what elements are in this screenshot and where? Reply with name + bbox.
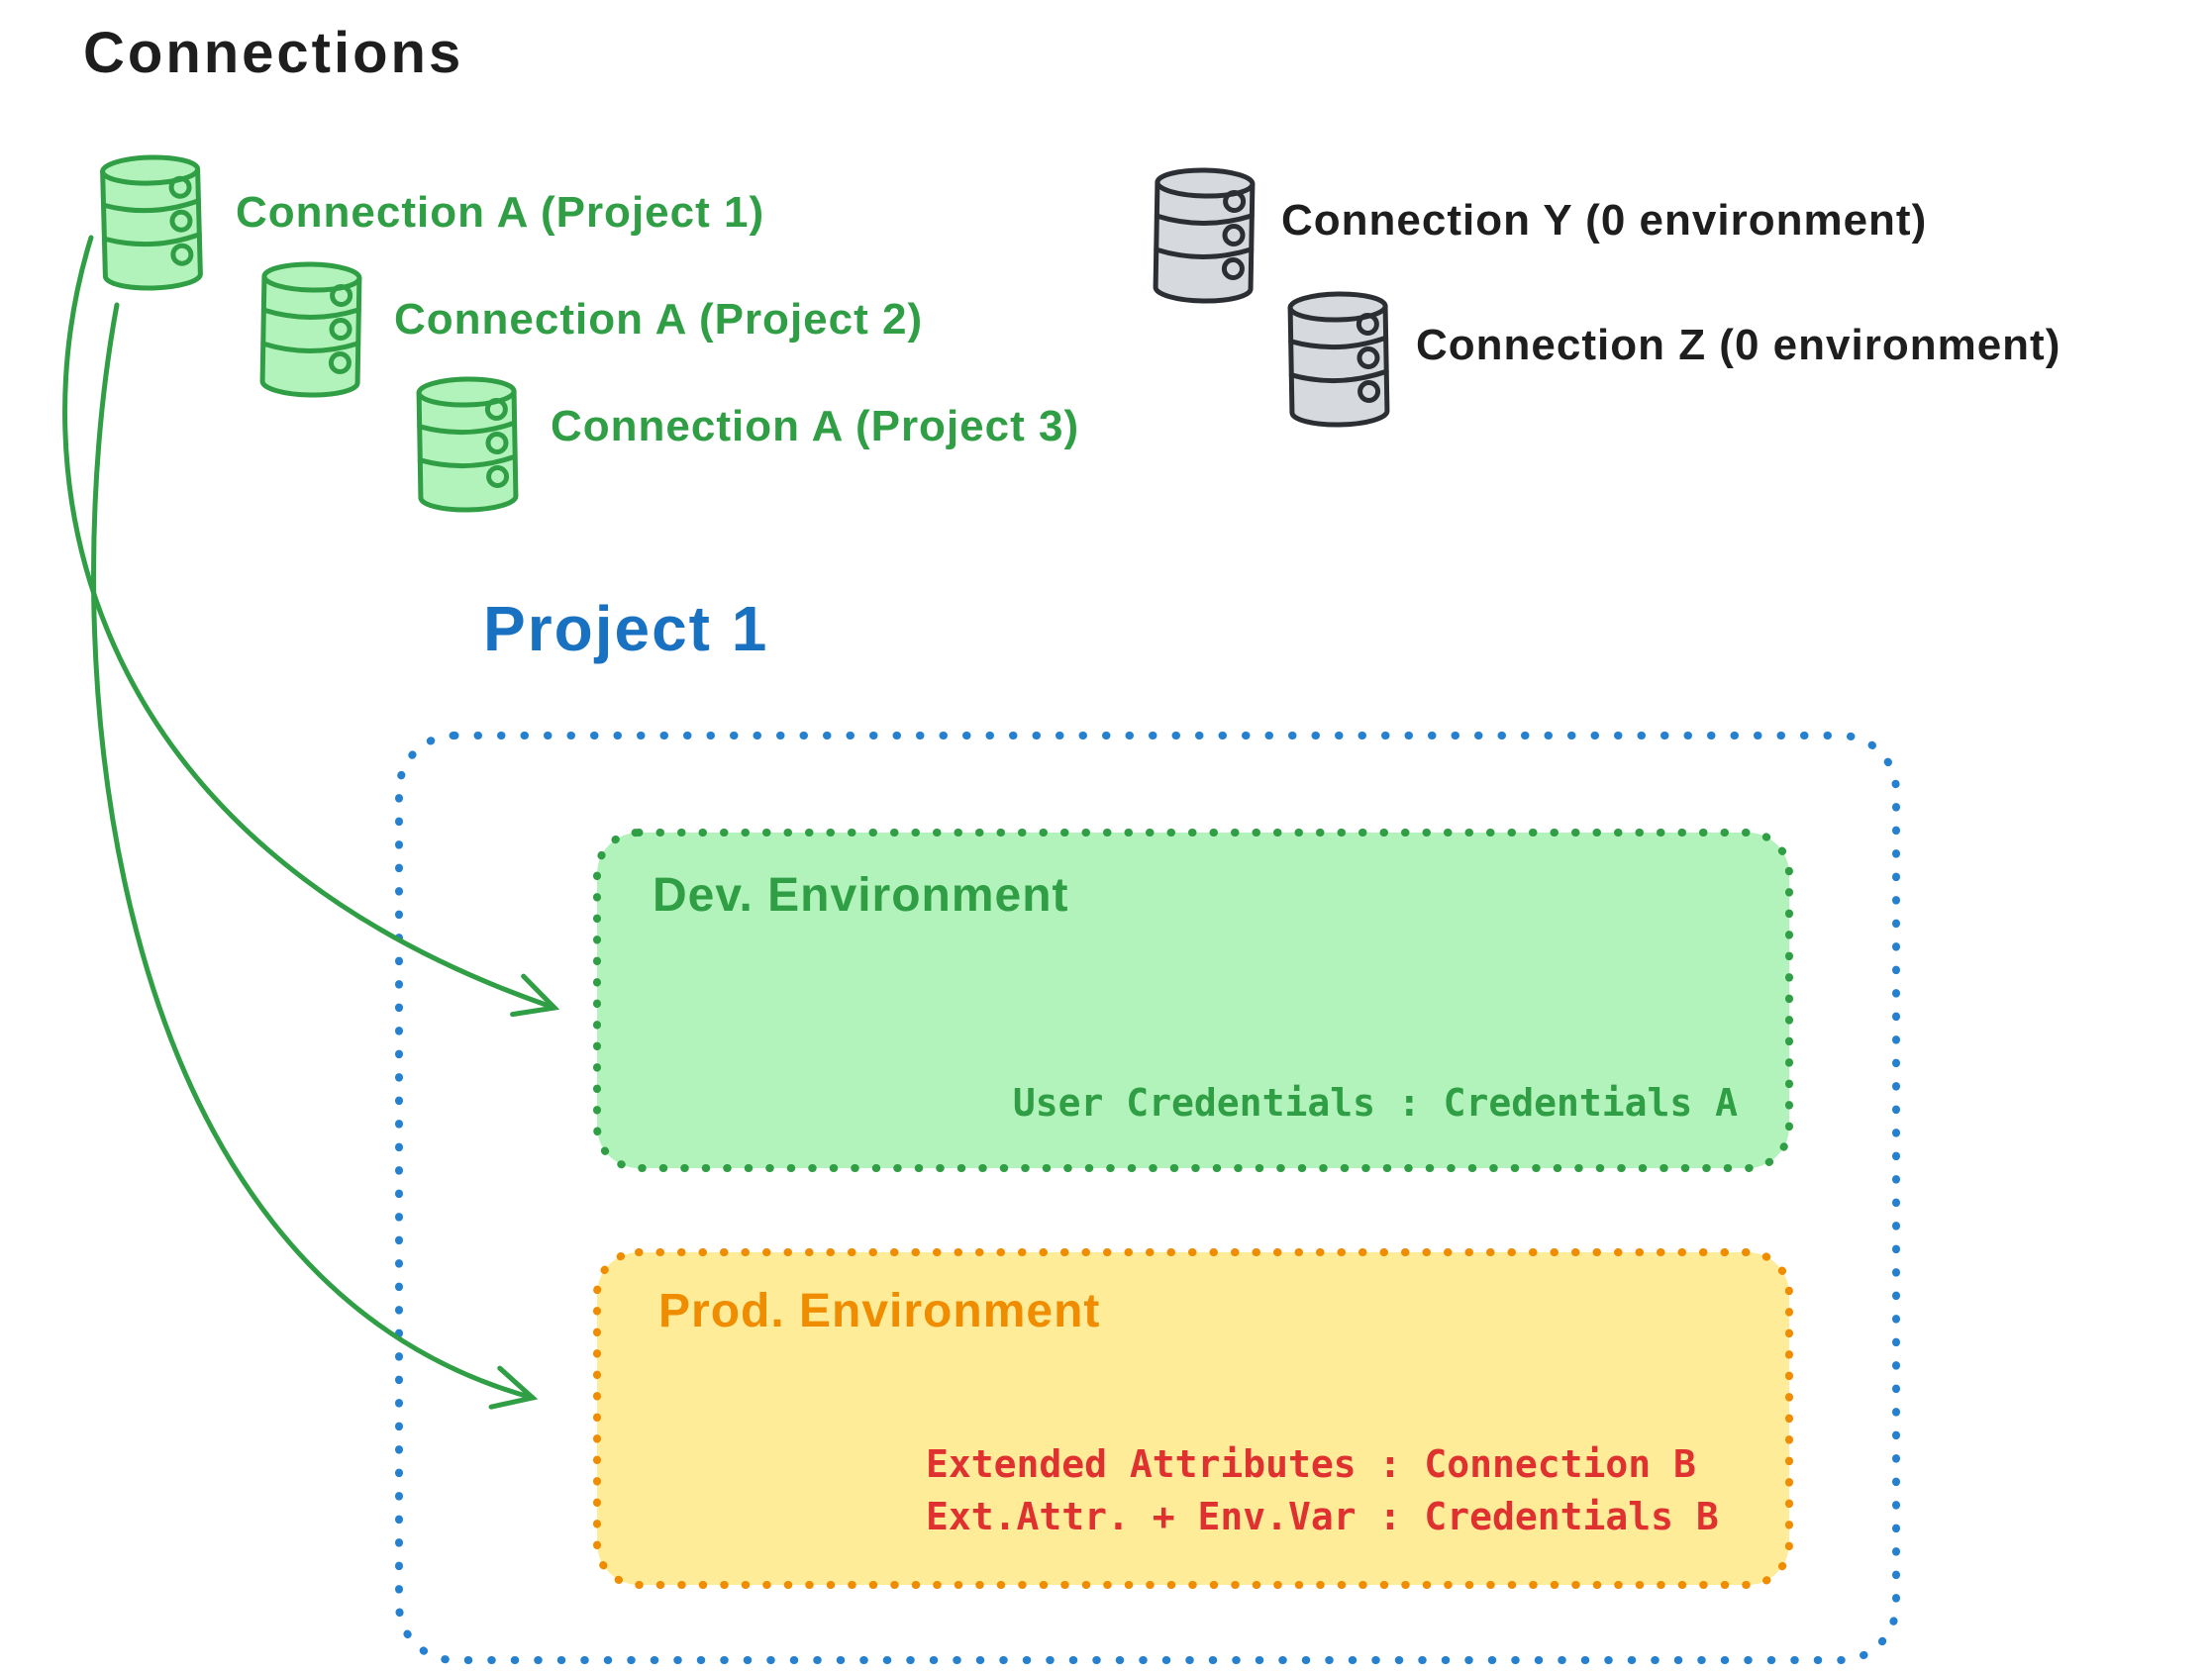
database-icon [1146,160,1263,311]
project-title: Project 1 [483,593,769,664]
diagram-title: Connections [83,21,464,85]
dev-environment-title: Dev. Environment [653,869,1069,922]
connection-label: Connection Z (0 environment) [1416,321,2061,369]
dev-credentials-mapping: User Credentials : Credentials A [1012,1081,1738,1125]
prod-mapping-line: Extended Attributes : Connection B [926,1442,1696,1486]
prod-mapping-line: Ext.Attr. + Env.Var : Credentials B [926,1495,1719,1539]
database-icon [259,261,362,398]
connection-label: Connection A (Project 3) [551,402,1080,450]
database-icon [100,154,203,291]
dev-environment-box: Dev. Environment User Credentials : Cred… [597,833,1789,1168]
database-icon [1153,167,1256,304]
prod-credentials-mappings: Extended Attributes : Connection B Ext.A… [926,1438,1719,1543]
prod-environment-title: Prod. Environment [658,1285,1101,1337]
database-icon [92,148,211,299]
connection-label: Connection A (Project 2) [394,295,924,344]
prod-environment-box: Prod. Environment Extended Attributes : … [597,1252,1789,1585]
database-icon [1287,291,1390,428]
connection-label: Connection A (Project 1) [236,188,765,237]
database-icon [252,254,370,405]
connection-label: Connection Y (0 environment) [1281,196,1928,245]
database-icon [1280,284,1398,435]
database-icon [409,369,527,520]
database-icon [416,376,519,513]
